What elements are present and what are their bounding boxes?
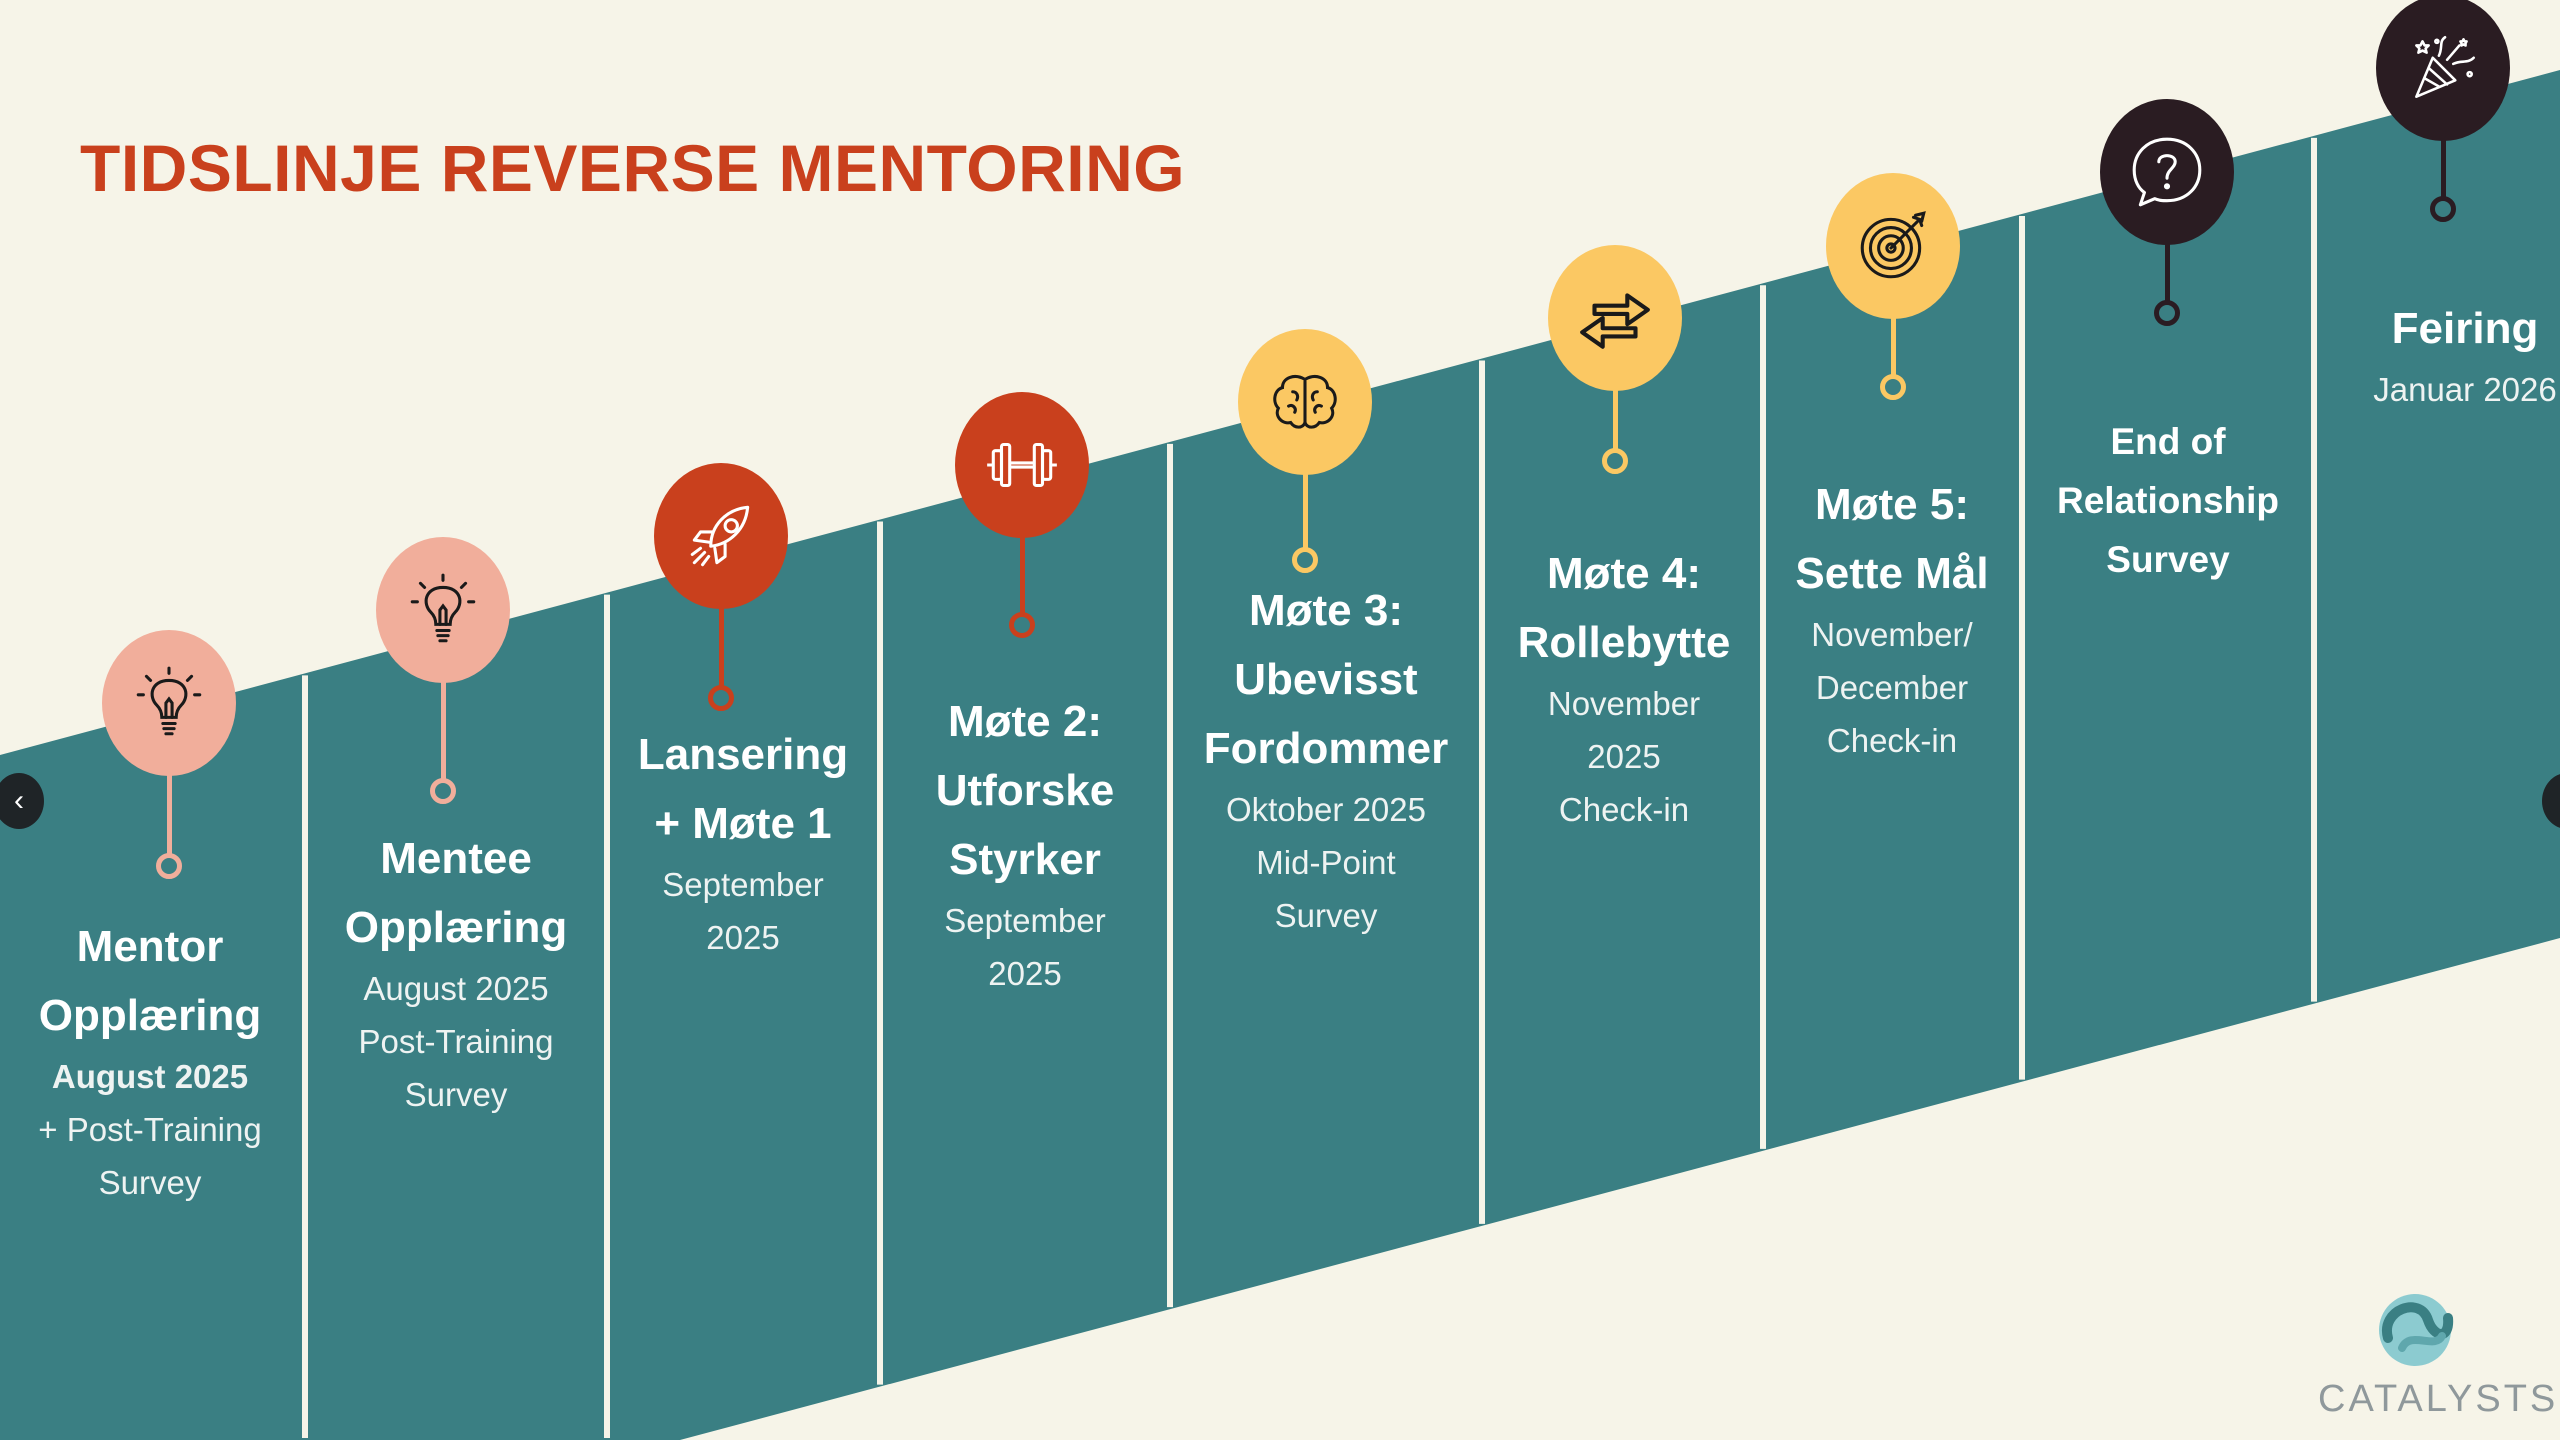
step-title: Feiring <box>2391 304 2539 353</box>
swap-arrows-icon <box>1548 245 1682 391</box>
timeline-node <box>430 778 456 804</box>
page-title: TIDSLINJE REVERSE MENTORING <box>80 131 1186 205</box>
step-details: September 2025 <box>662 866 824 956</box>
timeline-connector <box>1020 525 1025 614</box>
prev-slide-button[interactable]: ‹ <box>0 773 44 829</box>
timeline-node <box>1880 374 1906 400</box>
timeline-connector <box>2441 128 2446 198</box>
step-details: September 2025 <box>944 902 1106 992</box>
step-date: August 2025 <box>51 1058 249 1095</box>
next-slide-button[interactable]: › <box>2542 773 2560 829</box>
timeline-node <box>1292 547 1318 573</box>
timeline-connector <box>719 596 724 687</box>
step-title: Møte 5: Sette Mål <box>1795 480 1989 598</box>
step-details: Oktober 2025 Mid-Point Survey <box>1226 791 1426 934</box>
step-details: Januar 2026 <box>2373 371 2557 408</box>
timeline-connector <box>1613 378 1618 450</box>
step-details: November 2025 Check-in <box>1547 685 1701 828</box>
party-popper-icon <box>2376 0 2510 141</box>
step-details: November/ December Check-in <box>1811 616 1973 759</box>
timeline-connector <box>1303 462 1308 549</box>
timeline-node <box>2154 300 2180 326</box>
step-title: Mentee Opplæring <box>344 834 568 952</box>
dumbbell-icon <box>955 392 1089 538</box>
step-details: + Post-Training Survey <box>38 1111 262 1201</box>
step-title: Lansering + Møte 1 <box>637 730 849 848</box>
step-title: Mentor Opplæring <box>38 922 262 1040</box>
lightbulb-icon <box>376 537 510 683</box>
timeline-step-8: End of Relationship Survey <box>2028 412 2308 589</box>
timeline-step-3: Lansering + Møte 1 September 2025 <box>603 720 883 964</box>
timeline-node <box>708 685 734 711</box>
step-title: Møte 3: Ubevisst Fordommer <box>1203 586 1449 773</box>
timeline-node <box>156 853 182 879</box>
catalysts-logo-icon <box>2379 1294 2454 1366</box>
rocket-icon <box>654 463 788 609</box>
step-title: End of Relationship Survey <box>2056 421 2280 580</box>
step-title: Møte 2: Utforske Styrker <box>935 697 1115 884</box>
step-title: Møte 4: Rollebytte <box>1517 549 1731 667</box>
question-bubble-icon <box>2100 99 2234 245</box>
timeline-node <box>1009 612 1035 638</box>
timeline-connector <box>2165 232 2170 302</box>
timeline-node <box>2430 196 2456 222</box>
brain-icon <box>1238 329 1372 475</box>
timeline-connector <box>1891 306 1896 376</box>
step-details: August 2025 Post-Training Survey <box>358 970 554 1113</box>
lightbulb-icon <box>102 630 236 776</box>
timeline-node <box>1602 448 1628 474</box>
timeline-connector <box>441 670 446 780</box>
timeline-connector <box>167 763 172 855</box>
target-icon <box>1826 173 1960 319</box>
catalysts-logo-text: CATALYSTS <box>2318 1378 2559 1420</box>
chevron-left-icon: ‹ <box>14 784 24 817</box>
